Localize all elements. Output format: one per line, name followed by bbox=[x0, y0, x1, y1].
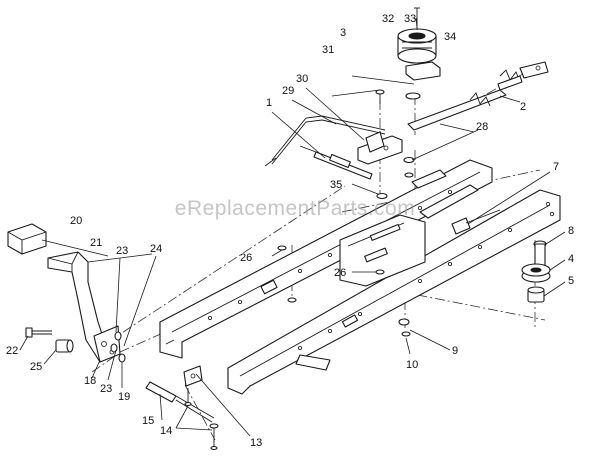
callout-labels: 33 34 32 3 31 30 29 1 2 28 7 35 8 4 5 26… bbox=[6, 13, 574, 449]
callout-7: 7 bbox=[553, 161, 559, 173]
callout-1: 1 bbox=[266, 97, 272, 109]
callout-18: 18 bbox=[84, 375, 96, 387]
callout-15: 15 bbox=[142, 415, 154, 427]
callout-26-lower: 26 bbox=[334, 267, 346, 279]
idler-arm bbox=[407, 61, 549, 131]
callout-19: 19 bbox=[118, 391, 130, 403]
callout-23-lower: 23 bbox=[100, 383, 112, 395]
callout-2: 2 bbox=[520, 101, 526, 113]
callout-25: 25 bbox=[30, 361, 42, 373]
shaft bbox=[299, 145, 373, 180]
lower-frame-rail bbox=[227, 189, 561, 395]
callout-22: 22 bbox=[6, 345, 18, 357]
callout-21: 21 bbox=[90, 237, 102, 249]
callout-32: 32 bbox=[382, 13, 394, 25]
callout-9: 9 bbox=[452, 345, 458, 357]
linkage-rod bbox=[264, 115, 386, 167]
callout-31: 31 bbox=[322, 44, 334, 56]
callout-23-upper: 23 bbox=[116, 245, 128, 257]
pedal-hardware bbox=[25, 327, 126, 363]
callout-20: 20 bbox=[70, 215, 82, 227]
callout-26-upper: 26 bbox=[240, 252, 252, 264]
callout-8: 8 bbox=[568, 225, 574, 237]
callout-34: 34 bbox=[444, 31, 456, 43]
callout-14: 14 bbox=[160, 425, 172, 437]
callout-29: 29 bbox=[282, 85, 294, 97]
center-mounting-plate bbox=[339, 169, 479, 287]
callout-33: 33 bbox=[404, 13, 416, 25]
pivot-shaft bbox=[451, 209, 501, 235]
pedal-pad bbox=[7, 223, 47, 255]
pedal-rod bbox=[145, 381, 215, 423]
callout-10: 10 bbox=[406, 359, 418, 371]
leader-lines bbox=[19, 17, 566, 437]
pivot-bracket bbox=[357, 131, 403, 165]
callout-28: 28 bbox=[476, 121, 488, 133]
lower-bracket bbox=[183, 365, 219, 451]
callout-24: 24 bbox=[150, 243, 162, 255]
callout-4: 4 bbox=[568, 253, 574, 265]
callout-5: 5 bbox=[568, 275, 574, 287]
callout-30: 30 bbox=[296, 73, 308, 85]
callout-3: 3 bbox=[340, 27, 346, 39]
idler-pulley-assembly bbox=[397, 7, 441, 100]
callout-35: 35 bbox=[330, 179, 342, 191]
callout-13: 13 bbox=[250, 437, 262, 449]
